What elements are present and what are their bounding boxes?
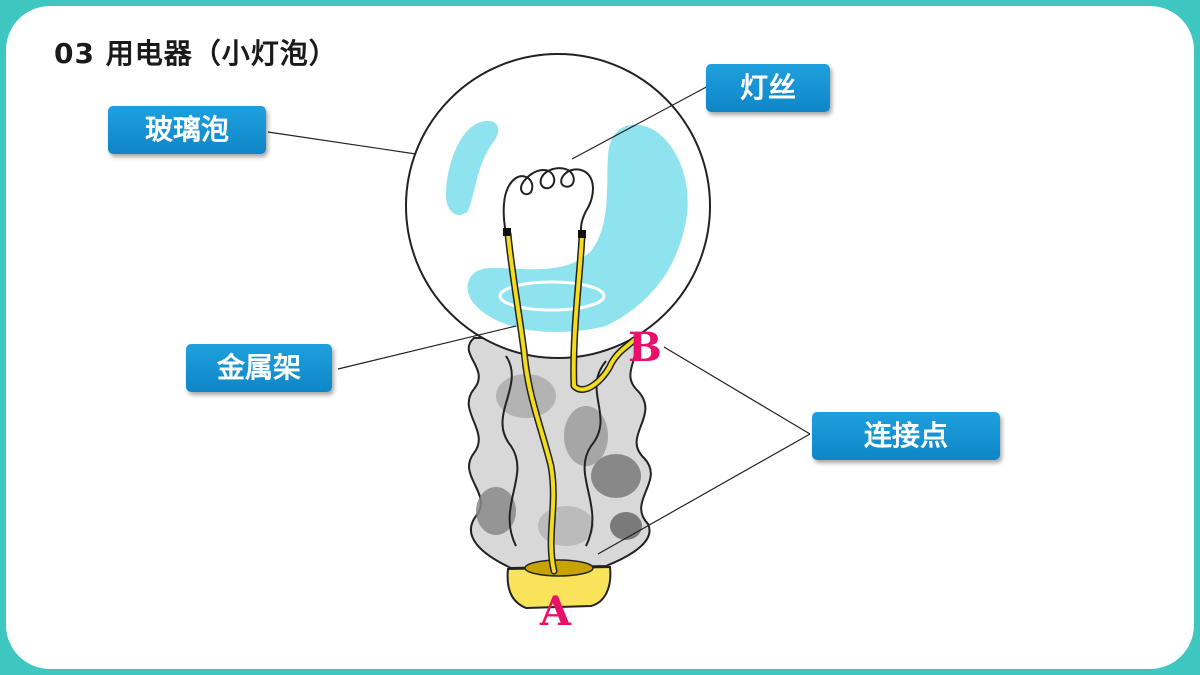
leader-frame bbox=[337, 325, 517, 370]
label-filament: 灯丝 bbox=[706, 64, 830, 112]
label-glass-bulb: 玻璃泡 bbox=[108, 106, 266, 154]
glass-highlight-left bbox=[446, 120, 499, 216]
filament-coil bbox=[502, 167, 594, 237]
leader-glass bbox=[267, 131, 417, 155]
leader-contact-b bbox=[663, 346, 811, 435]
point-a-label: A bbox=[540, 588, 572, 635]
leader-filament bbox=[571, 83, 713, 160]
point-b-label: B bbox=[628, 324, 662, 371]
bulb-diagram bbox=[267, 53, 811, 610]
base-contact bbox=[506, 565, 612, 610]
glass-highlight-right bbox=[467, 124, 688, 332]
leader-contact-a bbox=[597, 433, 811, 555]
label-connection-point: 连接点 bbox=[812, 412, 1000, 460]
page-title: 03 用电器（小灯泡） bbox=[54, 37, 338, 70]
slide-frame: 03 用电器（小灯泡） 玻璃泡 bbox=[6, 6, 1194, 669]
label-metal-frame: 金属架 bbox=[186, 344, 332, 392]
